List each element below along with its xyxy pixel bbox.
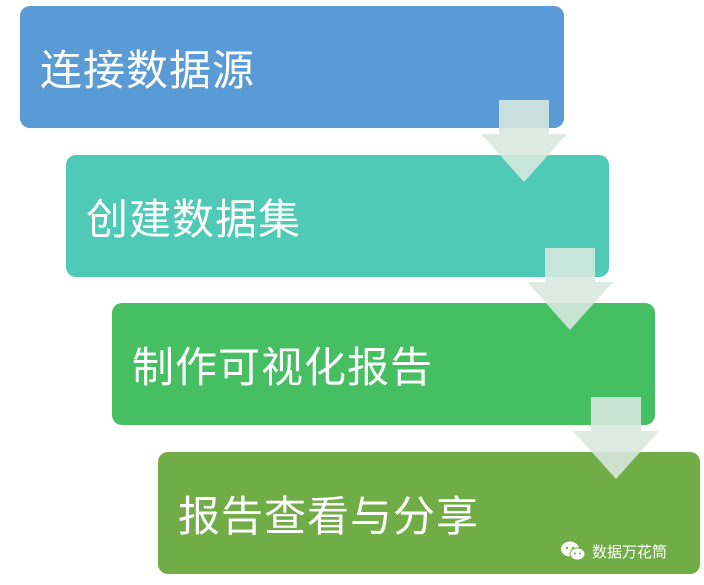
watermark: 数据万花筒 bbox=[560, 540, 667, 562]
step-connect-data-source: 连接数据源 bbox=[20, 6, 564, 128]
wechat-icon bbox=[561, 541, 586, 561]
step-label: 创建数据集 bbox=[86, 194, 302, 244]
step-make-visual-report: 制作可视化报告 bbox=[112, 303, 655, 425]
down-arrow-icon bbox=[481, 100, 567, 182]
step-label: 制作可视化报告 bbox=[132, 342, 434, 392]
watermark-text: 数据万花筒 bbox=[592, 542, 668, 561]
down-arrow-icon bbox=[527, 248, 613, 330]
down-arrow-icon bbox=[573, 397, 659, 479]
step-view-and-share-report: 报告查看与分享 bbox=[158, 452, 700, 574]
step-label: 报告查看与分享 bbox=[178, 491, 480, 541]
step-label: 连接数据源 bbox=[40, 45, 256, 95]
step-create-dataset: 创建数据集 bbox=[66, 155, 609, 277]
